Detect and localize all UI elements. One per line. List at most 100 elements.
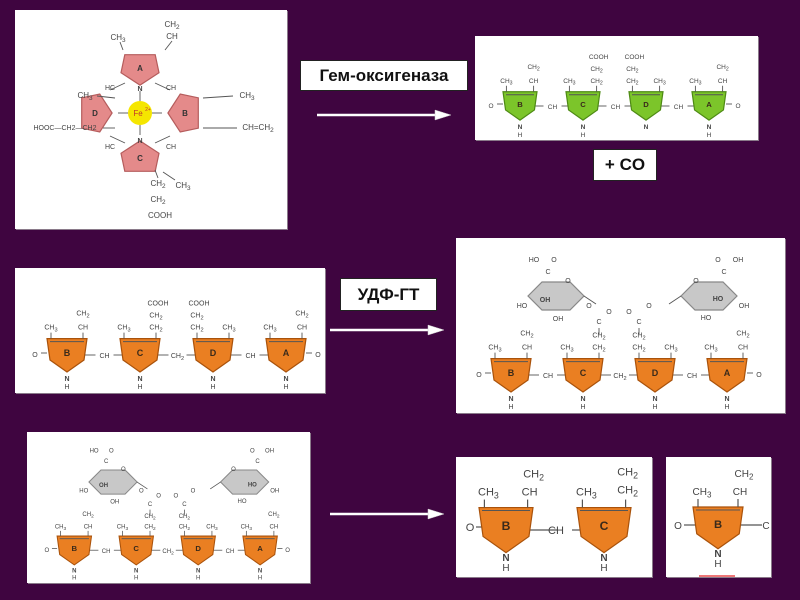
ester-oxygen-label: O (586, 303, 592, 310)
vinyl-ch2-label: CH2 (76, 311, 89, 320)
pyrrole-ring-c (562, 357, 604, 393)
bridge-label: HC (105, 85, 115, 92)
vinyl-ch2-label: CH2 (164, 20, 180, 31)
glucuronic-acid-ring-1 (88, 469, 138, 495)
methyl-label: CH3 (689, 78, 701, 87)
pyrrole-ring-a (265, 337, 307, 373)
nitrogen-label: N (502, 553, 509, 564)
carboxyl-label: COOH (189, 301, 210, 308)
nitrogen-label: N (581, 124, 586, 131)
bridge-label: CH (99, 353, 109, 360)
bond-line (583, 295, 597, 305)
ch2-label: CH2 (590, 78, 602, 87)
hydroxyl-label: HO (90, 449, 99, 455)
pyrrole-ring-c (118, 535, 155, 566)
methyl-label: CH3 (478, 487, 499, 501)
nitrogen-label: N (134, 569, 138, 575)
pyrrole-ring (120, 54, 160, 86)
ring-label-c: C (580, 368, 587, 378)
bond-line (162, 171, 176, 181)
hydrogen-label: H (134, 576, 138, 582)
oxo-label: O (315, 352, 321, 359)
udp-glucuronosyltransferase-label: УДФ-ГТ (340, 278, 437, 311)
bridge-label: CH (543, 373, 553, 380)
carboxyl-label: COOH (589, 54, 609, 61)
bridge-label: CH2 (162, 549, 174, 557)
methyl-label: CH3 (560, 345, 573, 354)
hydrogen-label: H (283, 384, 288, 391)
vinyl-ch2-label: CH2 (527, 64, 539, 73)
hydroxyl-label: HO (529, 257, 540, 264)
hydroxyl-label: OH (553, 316, 564, 323)
bond-line (154, 169, 159, 179)
carbon-label: C (762, 521, 769, 532)
nitrogen-label: N (137, 376, 142, 383)
ch2-label: CH2 (190, 313, 203, 322)
ester-oxygen-label: O (646, 303, 652, 310)
bridge-label: CH (687, 373, 697, 380)
hydroxyl-label: HO (701, 315, 712, 322)
bond-line (109, 135, 126, 144)
hydroxyl-label: OH (270, 488, 279, 494)
vinyl-ch2-label: CH2 (82, 512, 94, 520)
nitrogen-label: N (258, 569, 262, 575)
vinyl-ch-label: CH (522, 345, 532, 352)
ring-label-d: D (210, 348, 217, 358)
ring-label-a: A (724, 368, 731, 378)
ring-label-c: C (600, 519, 609, 533)
hydrogen-label: H (518, 132, 523, 139)
methyl-label: CH3 (77, 91, 93, 102)
methyl-label: CH3 (110, 33, 126, 44)
ch2-label: CH2 (149, 313, 162, 322)
nitrogen-label: N (652, 396, 657, 403)
oxo-label: O (32, 352, 38, 359)
hydrogen-label: H (258, 576, 262, 582)
hydrogen-label: H (600, 563, 607, 574)
methyl-label: CH3 (693, 487, 712, 500)
nitrogen-label: N (600, 553, 607, 564)
pyrrole-ring-b (478, 506, 534, 554)
methyl-label: CH3 (239, 91, 255, 102)
nitrogen-label: N (580, 396, 585, 403)
pyrrole-ring-c (565, 91, 601, 121)
ch2-label: CH2 (592, 345, 605, 354)
carboxyl-label: COOH (148, 211, 172, 220)
vinyl-ch2-label: CH2 (736, 331, 749, 340)
carbon-monoxide-label: + CO (593, 149, 657, 181)
hydroxyl-label: HO (79, 488, 88, 494)
bond-line (96, 95, 116, 99)
bridge-label: CH2 (171, 353, 184, 362)
pyrrole-ring-a (691, 91, 727, 121)
ring-label-d: D (195, 544, 201, 553)
hydroxyl-label: OH (540, 297, 551, 304)
methyl-label: CH3 (488, 345, 501, 354)
ch2-label: CH2 (144, 514, 156, 522)
oxo-label: O (674, 521, 682, 532)
ring-label-c: C (133, 544, 139, 553)
hydroxyl-label: OH (739, 303, 750, 310)
hydrogen-label: H (502, 563, 509, 574)
methyl-label: CH3 (175, 181, 191, 192)
ch2-label: CH2 (592, 333, 605, 342)
oxo-label: O (285, 548, 290, 554)
hydrogen-label: H (714, 559, 721, 570)
methyl-label: CH3 (653, 78, 665, 87)
reaction-arrow-1 (317, 109, 452, 121)
bond-line (210, 481, 221, 490)
pyrrole-ring-b (502, 91, 538, 121)
oxygen-label: O (715, 257, 721, 264)
carbon-label: C (721, 269, 726, 276)
bond-line (109, 82, 126, 91)
oxo-label: O (476, 372, 482, 379)
hydroxyl-label: HO (517, 303, 528, 310)
hydrogen-label: H (210, 384, 215, 391)
bond-line (136, 481, 148, 490)
cut-marker (699, 575, 735, 577)
methyl-label: CH3 (44, 325, 57, 334)
ch2-label: CH2 (590, 66, 602, 75)
hydrogen-label: H (724, 404, 729, 411)
